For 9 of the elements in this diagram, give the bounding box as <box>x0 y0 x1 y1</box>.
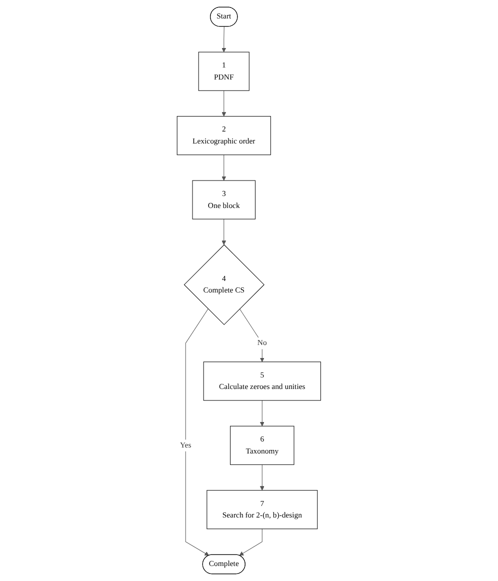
arrow <box>240 308 264 362</box>
arrow <box>222 90 226 117</box>
arrow <box>222 218 226 245</box>
arrow <box>260 400 264 426</box>
arrow <box>222 26 226 52</box>
arrow <box>222 154 226 181</box>
arrow <box>185 308 210 556</box>
arrow <box>260 464 264 491</box>
arrow <box>239 528 262 556</box>
